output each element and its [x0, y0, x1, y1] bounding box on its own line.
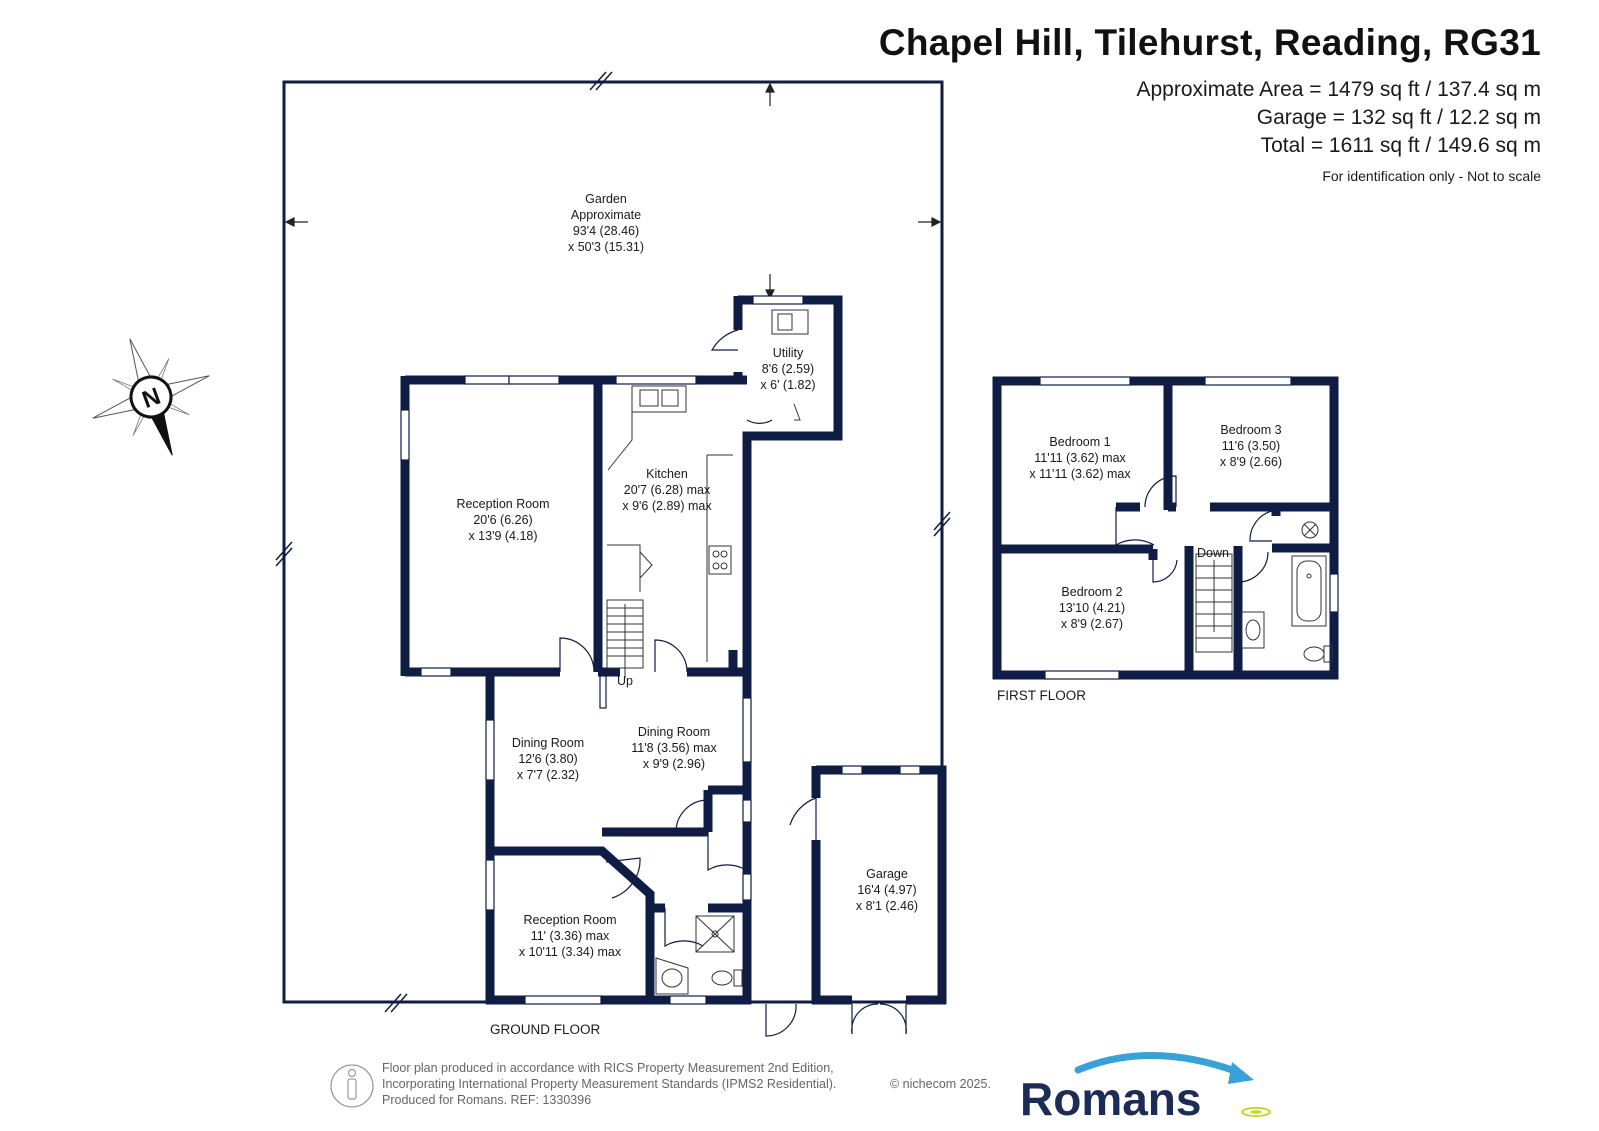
dining-room-2-dimension-2: x 9'9 (2.96) [643, 757, 705, 771]
logo-landing-ring-icon [1241, 1107, 1271, 1117]
bedroom-3-label: Bedroom 3 [1220, 423, 1281, 437]
first-floor-doors [1115, 475, 1273, 583]
compass-icon: N [92, 338, 210, 456]
reception-room-2-label: Reception Room [523, 913, 616, 927]
ground-floor-label: GROUND FLOOR [490, 1022, 601, 1037]
boundary-break-marks [275, 71, 951, 1013]
romans-logo: Romans [1020, 1052, 1271, 1125]
footer-line-3: Produced for Romans. REF: 1330396 [382, 1093, 591, 1107]
bedroom-1-dimension-2: x 11'11 (3.62) max [1029, 467, 1131, 481]
dining-room-1-label: Dining Room [512, 736, 584, 750]
logo-swoosh-icon [1074, 1052, 1242, 1076]
bedroom-2-dimension-2: x 8'9 (2.67) [1061, 617, 1123, 631]
disclaimer-note: For identification only - Not to scale [1322, 168, 1541, 184]
copyright-text: © nichecom 2025. [890, 1077, 991, 1091]
dining-room-1-dimension-1: 12'6 (3.80) [518, 752, 577, 766]
utility-dimension-2: x 6' (1.82) [760, 378, 815, 392]
garden-dimension-2: x 50'3 (15.31) [568, 240, 644, 254]
garden-dimension-1: 93'4 (28.46) [573, 224, 639, 238]
reception-room-1-dimension-2: x 13'9 (4.18) [468, 529, 537, 543]
garage-dimension-2: x 8'1 (2.46) [856, 899, 918, 913]
ground-floor-doors [559, 329, 907, 1037]
dining-room-1-dimension-2: x 7'7 (2.32) [517, 768, 579, 782]
footer-line-1: Floor plan produced in accordance with R… [382, 1061, 834, 1075]
bedroom-3-dimension-1: 11'6 (3.50) [1222, 439, 1280, 453]
bedroom-2-dimension-1: 13'10 (4.21) [1059, 601, 1125, 615]
bedroom-2-label: Bedroom 2 [1061, 585, 1122, 599]
reception-room-1-label: Reception Room [456, 497, 549, 511]
dining-room-2-label: Dining Room [638, 725, 710, 739]
dimension-arrows [284, 82, 942, 300]
kitchen-dimension-2: x 9'6 (2.89) max [622, 499, 712, 513]
garden-label: Garden [585, 192, 627, 206]
person-icon [330, 1064, 374, 1108]
first-floor-windows [1039, 376, 1339, 680]
utility-label: Utility [773, 346, 804, 360]
kitchen-dimension-1: 20'7 (6.28) max [624, 483, 711, 497]
reception-room-2-dimension-2: x 10'11 (3.34) max [519, 945, 622, 959]
garage-label: Garage [866, 867, 908, 881]
shower-room-fittings [655, 915, 743, 995]
ground-floor-stairs [606, 599, 644, 678]
ground-floor-windows [400, 295, 921, 1005]
kitchen-label: Kitchen [646, 467, 688, 481]
first-floor-walls [992, 376, 1339, 680]
garage-dimension-1: 16'4 (4.97) [857, 883, 916, 897]
reception-room-1-dimension-1: 20'6 (6.26) [473, 513, 532, 527]
first-floor-fittings [1195, 521, 1333, 663]
bedroom-3-dimension-2: x 8'9 (2.66) [1220, 455, 1282, 469]
total-area: Total = 1611 sq ft / 149.6 sq m [1260, 134, 1541, 157]
utility-dimension-1: 8'6 (2.59) [762, 362, 814, 376]
footer-line-2: Incorporating International Property Mea… [382, 1077, 836, 1091]
brand-wordmark: Romans [1020, 1073, 1201, 1125]
dining-room-2-dimension-1: 11'8 (3.56) max [631, 741, 717, 755]
bedroom-1-label: Bedroom 1 [1049, 435, 1110, 449]
garden-qualifier: Approximate [571, 208, 641, 222]
page-title: Chapel Hill, Tilehurst, Reading, RG31 [878, 22, 1541, 63]
garage-area: Garage = 132 sq ft / 12.2 sq m [1256, 106, 1541, 129]
stairs-down-label: Down [1197, 546, 1229, 560]
stairs-up-label: Up [617, 674, 633, 688]
approximate-area: Approximate Area = 1479 sq ft / 137.4 sq… [1136, 78, 1542, 101]
kitchen-fittings [607, 309, 809, 662]
bedroom-1-dimension-1: 11'11 (3.62) max [1034, 451, 1126, 465]
logo-arrow-icon [1228, 1062, 1254, 1084]
first-floor-label: FIRST FLOOR [997, 688, 1086, 703]
reception-room-2-dimension-1: 11' (3.36) max [531, 929, 610, 943]
